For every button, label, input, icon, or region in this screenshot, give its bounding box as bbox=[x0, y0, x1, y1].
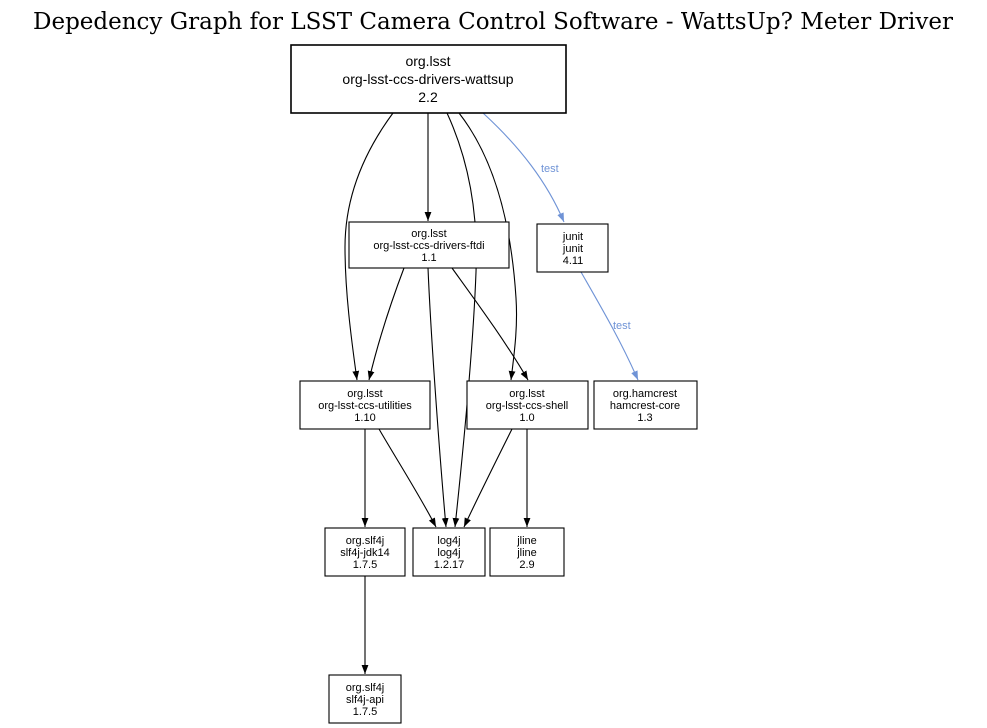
node-org-lsst-ccs-utilities: org.lsst org-lsst-ccs-utilities 1.10 bbox=[299, 380, 431, 430]
node-version: 4.11 bbox=[563, 255, 584, 267]
node-log4j: log4j log4j 1.2.17 bbox=[412, 527, 486, 577]
node-box bbox=[324, 527, 406, 577]
node-version: 1.7.5 bbox=[353, 559, 377, 571]
node-box bbox=[328, 674, 402, 724]
node-version: 1.1 bbox=[421, 252, 436, 264]
node-group-id: org.lsst bbox=[405, 53, 450, 69]
node-org-lsst-ccs-drivers-ftdi: org.lsst org-lsst-ccs-drivers-ftdi 1.1 bbox=[348, 221, 510, 269]
node-hamcrest-core: org.hamcrest hamcrest-core 1.3 bbox=[593, 380, 698, 430]
node-box bbox=[348, 221, 510, 269]
node-org-lsst-ccs-drivers-wattsup: org.lsst org-lsst-ccs-drivers-wattsup 2.… bbox=[290, 44, 567, 114]
node-junit: junit junit 4.11 bbox=[536, 223, 609, 273]
edge-ftdi-to-log4j bbox=[427, 267, 449, 528]
node-artifact-id: slf4j-jdk14 bbox=[340, 547, 390, 559]
node-slf4j-api: org.slf4j slf4j-api 1.7.5 bbox=[328, 674, 402, 724]
node-version: 1.7.5 bbox=[353, 706, 377, 718]
node-version: 2.2 bbox=[418, 89, 438, 105]
node-version: 1.3 bbox=[637, 412, 652, 424]
node-box bbox=[299, 380, 431, 430]
node-slf4j-jdk14: org.slf4j slf4j-jdk14 1.7.5 bbox=[324, 527, 406, 577]
node-box bbox=[290, 44, 567, 114]
node-artifact-id: org-lsst-ccs-drivers-wattsup bbox=[342, 71, 513, 87]
node-group-id: org.lsst bbox=[347, 388, 382, 400]
node-group-id: org.lsst bbox=[509, 388, 544, 400]
edge-ftdi-to-utilities bbox=[367, 267, 405, 381]
node-artifact-id: jline bbox=[516, 547, 537, 559]
node-box bbox=[536, 223, 609, 273]
node-artifact-id: log4j bbox=[437, 547, 460, 559]
edge-label-test-junit: test bbox=[541, 163, 559, 175]
node-artifact-id: hamcrest-core bbox=[610, 400, 680, 412]
edge-junit-to-hamcrest bbox=[580, 271, 639, 381]
node-version: 1.10 bbox=[354, 412, 375, 424]
edge-wattsup-to-utilities bbox=[344, 112, 394, 381]
node-group-id: jline bbox=[516, 535, 537, 547]
node-box bbox=[489, 527, 565, 577]
node-group-id: org.lsst bbox=[411, 228, 446, 240]
node-version: 2.9 bbox=[519, 559, 534, 571]
node-group-id: junit bbox=[562, 231, 583, 243]
node-artifact-id: org-lsst-ccs-drivers-ftdi bbox=[373, 240, 484, 252]
edge-utilities-to-log4j bbox=[378, 428, 437, 528]
edge-shell-to-log4j bbox=[463, 428, 513, 528]
edge-label-test-hamcrest: test bbox=[613, 320, 631, 332]
node-artifact-id: org-lsst-ccs-shell bbox=[486, 400, 569, 412]
edge-wattsup-to-junit bbox=[482, 112, 565, 223]
graph-title: Depedency Graph for LSST Camera Control … bbox=[33, 9, 953, 35]
node-version: 1.0 bbox=[519, 412, 534, 424]
node-box bbox=[593, 380, 698, 430]
node-artifact-id: org-lsst-ccs-utilities bbox=[318, 400, 412, 412]
node-version: 1.2.17 bbox=[434, 559, 465, 571]
edge-wattsup-to-shell bbox=[458, 112, 518, 381]
node-group-id: org.hamcrest bbox=[613, 388, 677, 400]
node-group-id: org.slf4j bbox=[346, 535, 385, 547]
node-jline: jline jline 2.9 bbox=[489, 527, 565, 577]
node-artifact-id: junit bbox=[562, 243, 583, 255]
node-artifact-id: slf4j-api bbox=[346, 694, 384, 706]
node-group-id: log4j bbox=[437, 535, 460, 547]
node-org-lsst-ccs-shell: org.lsst org-lsst-ccs-shell 1.0 bbox=[466, 380, 589, 430]
node-group-id: org.slf4j bbox=[346, 682, 385, 694]
edge-ftdi-to-shell bbox=[451, 267, 529, 381]
edge-wattsup-to-log4j bbox=[446, 112, 477, 528]
node-box bbox=[412, 527, 486, 577]
node-box bbox=[466, 380, 589, 430]
